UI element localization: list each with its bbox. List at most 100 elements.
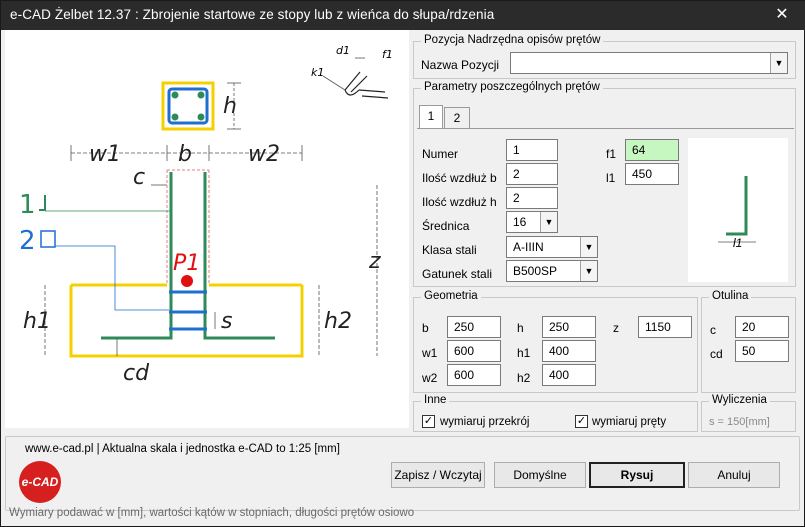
cover-c-label: c <box>710 323 716 337</box>
h2-label: h2 <box>324 309 352 334</box>
cover-group: Otulina <box>701 290 796 393</box>
f1-field[interactable]: 64 <box>625 139 679 161</box>
b-field[interactable]: 250 <box>447 316 501 338</box>
w1-label: w1 <box>89 142 121 167</box>
cover-cd-label: cd <box>710 347 723 361</box>
column-cross-section: h <box>161 81 241 131</box>
b-label: b <box>178 142 192 167</box>
dim-bars-checkbox[interactable]: ✓ <box>575 415 588 428</box>
foundation-outline <box>69 283 304 358</box>
parent-position-group: Pozycja Nadrzędna opisów prętów <box>413 34 796 79</box>
width-dimensions: w1 b w2 <box>70 142 303 167</box>
w2-label: w2 <box>422 371 438 385</box>
diameter-value: 16 <box>513 215 527 229</box>
numer-field[interactable]: 1 <box>506 139 558 161</box>
p1-point <box>181 275 193 287</box>
bend-detail: d1 f1 k1 <box>311 44 393 99</box>
draw-button[interactable]: Rysuj <box>589 462 685 488</box>
diameter-label: Średnica <box>422 219 470 233</box>
chevron-down-icon[interactable]: ▼ <box>580 237 597 257</box>
l1-label: l1 <box>606 171 616 185</box>
ecad-logo: e-CAD <box>19 461 61 503</box>
k1-label: k1 <box>311 66 324 79</box>
h-field[interactable]: 250 <box>542 316 596 338</box>
h-label: h <box>223 94 237 119</box>
h2-label: h2 <box>517 371 531 385</box>
w2-label: w2 <box>248 142 280 167</box>
h1-label: h1 <box>517 346 531 360</box>
chevron-down-icon[interactable]: ▼ <box>540 212 557 232</box>
diameter-dropdown[interactable]: 16 ▼ <box>506 211 558 233</box>
h1-label: h1 <box>23 309 51 334</box>
dim-section-label: wymiaruj przekrój <box>440 416 530 428</box>
count-h-field[interactable]: 2 <box>506 187 558 209</box>
scale-info: www.e-cad.pl | Aktualna skala i jednostk… <box>25 443 340 455</box>
foundation-diagram: d1 f1 k1 h <box>19 44 393 386</box>
count-b-label: Ilość wzdłuż b <box>422 171 497 185</box>
steel-class-value: A-IIIN <box>513 240 544 254</box>
rod1-number: 1 <box>19 190 36 220</box>
z-label: z <box>613 321 619 335</box>
h-label: h <box>517 321 524 335</box>
close-button[interactable]: ✕ <box>775 6 789 23</box>
cover-c-field[interactable]: 20 <box>735 316 789 338</box>
w2-field[interactable]: 600 <box>447 364 501 386</box>
tab-content-border <box>417 128 794 129</box>
numer-label: Numer <box>422 147 459 161</box>
footer-panel <box>5 436 800 511</box>
tab-bar-2[interactable]: 2 <box>444 107 470 129</box>
cover-legend: Otulina <box>709 290 752 302</box>
position-name-label: Nazwa Pozycji <box>421 58 500 72</box>
steel-class-dropdown[interactable]: A-IIIN ▼ <box>506 236 598 258</box>
z-field[interactable]: 1150 <box>638 316 692 338</box>
title-bar: e-CAD Żelbet 12.37 : Zbrojenie startowe … <box>1 1 805 30</box>
w1-label: w1 <box>422 346 438 360</box>
cover-cd-field[interactable]: 50 <box>735 340 789 362</box>
parent-position-legend: Pozycja Nadrzędna opisów prętów <box>421 34 604 46</box>
tab-bar-1[interactable]: 1 <box>419 105 443 129</box>
other-legend: Inne <box>421 394 450 406</box>
calc-result: s = 150[mm] <box>709 416 770 428</box>
bar-params-group: Parametry poszczególnych prętów <box>413 81 796 287</box>
h1-field[interactable]: 400 <box>542 340 596 362</box>
s-label: s <box>221 309 232 334</box>
other-group: Inne <box>413 394 698 432</box>
geometry-legend: Geometria <box>421 290 481 302</box>
w1-field[interactable]: 600 <box>447 340 501 362</box>
f1-label: f1 <box>606 147 617 161</box>
dim-section-checkbox[interactable]: ✓ <box>422 415 435 428</box>
steel-grade-dropdown[interactable]: B500SP ▼ <box>506 260 598 282</box>
bar-params-legend: Parametry poszczególnych prętów <box>421 81 603 93</box>
preview-l1-label: l1 <box>733 236 743 250</box>
count-h-label: Ilość wzdłuż h <box>422 195 497 209</box>
drawing-canvas: d1 f1 k1 h <box>5 30 409 428</box>
window-title: e-CAD Żelbet 12.37 : Zbrojenie startowe … <box>10 7 495 22</box>
chevron-down-icon[interactable]: ▼ <box>580 261 597 281</box>
save-load-button[interactable]: Zapisz / Wczytaj <box>391 462 485 488</box>
steel-grade-value: B500SP <box>513 264 558 278</box>
geometry-group: Geometria <box>413 290 698 393</box>
position-name-dropdown[interactable]: ▼ <box>510 52 788 74</box>
calc-legend: Wyliczenia <box>709 394 770 406</box>
rod2-number: 2 <box>19 226 36 256</box>
c-label: c <box>133 165 145 190</box>
starter-bars <box>101 172 275 340</box>
b-label: b <box>422 321 429 335</box>
cancel-button[interactable]: Anuluj <box>688 462 780 488</box>
stirrups <box>169 290 207 331</box>
steel-grade-label: Gatunek stali <box>422 267 493 281</box>
bar-shape-icon <box>718 176 756 243</box>
count-b-field[interactable]: 2 <box>506 163 558 185</box>
calc-group: Wyliczenia <box>701 394 796 432</box>
status-bar: Wymiary podawać w [mm], wartości kątów w… <box>9 507 415 519</box>
f1-label: f1 <box>382 48 393 61</box>
chevron-down-icon[interactable]: ▼ <box>770 53 787 73</box>
default-button[interactable]: Domyślne <box>494 462 586 488</box>
dim-bars-label: wymiaruj pręty <box>592 416 667 428</box>
l1-field[interactable]: 450 <box>625 163 679 185</box>
z-label: z <box>368 249 381 274</box>
d1-label: d1 <box>336 44 350 57</box>
h2-field[interactable]: 400 <box>542 364 596 386</box>
bar-shape-preview: l1 <box>688 138 788 282</box>
